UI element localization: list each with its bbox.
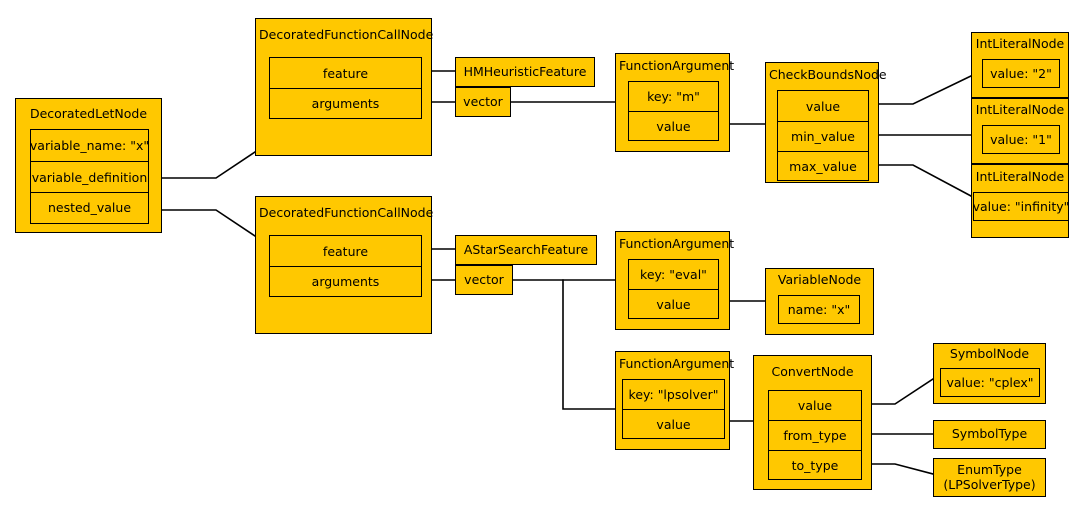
field-value[interactable]: value: "cplex" [941, 369, 1039, 396]
field-to-type[interactable]: to_type [769, 451, 861, 479]
field-list: value: "infinity" [973, 192, 1069, 221]
edge-let-nested-value [161, 209, 257, 238]
field-feature[interactable]: feature [270, 58, 421, 89]
node-title: FunctionArgument [619, 356, 735, 371]
edge-let-variable-definition [161, 150, 257, 179]
field-key[interactable]: key: "eval" [629, 260, 718, 290]
field-key[interactable]: key: "lpsolver" [623, 380, 724, 410]
node-title: IntLiteralNode [975, 169, 1065, 184]
field-from-type[interactable]: from_type [769, 421, 861, 451]
field-value[interactable]: value: "1" [983, 126, 1059, 153]
field-list: feature arguments [269, 235, 422, 297]
node-title: SymbolNode [949, 346, 1030, 361]
field-value[interactable]: value [629, 290, 718, 318]
node-hm-heuristic-feature[interactable]: HMHeuristicFeature [455, 57, 595, 87]
field-list: value min_value max_value [777, 90, 869, 181]
edge-checkbounds-max [878, 164, 973, 198]
field-list: value from_type to_type [768, 390, 862, 480]
node-decorated-function-call-node-bottom[interactable]: DecoratedFunctionCallNode feature argume… [255, 196, 434, 334]
field-value[interactable]: value: "2" [983, 60, 1059, 87]
field-arguments[interactable]: arguments [270, 267, 421, 296]
field-variable-definition[interactable]: variable_definition [31, 162, 148, 193]
field-value[interactable]: value [778, 91, 868, 122]
node-function-argument-m[interactable]: FunctionArgument key: "m" value [615, 53, 735, 152]
node-title: FunctionArgument [619, 58, 735, 73]
field-list: variable_name: "x" variable_definition n… [30, 129, 149, 224]
field-list: feature arguments [269, 57, 422, 119]
node-title: DecoratedFunctionCallNode [259, 205, 434, 220]
field-value[interactable]: value [623, 410, 724, 438]
node-title: IntLiteralNode [975, 102, 1065, 117]
field-value[interactable]: value [629, 112, 718, 140]
field-list: key: "lpsolver" value [622, 379, 725, 439]
field-list: value: "cplex" [940, 368, 1040, 397]
node-symbol-node[interactable]: SymbolNode value: "cplex" [933, 343, 1046, 404]
node-convert-node[interactable]: ConvertNode value from_type to_type [753, 355, 872, 490]
field-list: key: "eval" value [628, 259, 719, 319]
node-title: FunctionArgument [619, 236, 735, 251]
field-list: key: "m" value [628, 81, 719, 141]
node-decorated-function-call-node-top[interactable]: DecoratedFunctionCallNode feature argume… [255, 18, 434, 156]
node-title: DecoratedFunctionCallNode [259, 27, 434, 42]
field-value[interactable]: value: "infinity" [974, 193, 1068, 220]
field-list: value: "1" [982, 125, 1060, 154]
node-title: DecoratedLetNode [29, 106, 148, 121]
edge-checkbounds-value [878, 74, 973, 105]
node-function-argument-lpsolver[interactable]: FunctionArgument key: "lpsolver" value [615, 351, 735, 450]
node-enum-type[interactable]: EnumType (LPSolverType) [933, 458, 1046, 497]
node-title: VariableNode [777, 272, 862, 287]
node-int-literal-node-1[interactable]: IntLiteralNode value: "1" [971, 98, 1069, 164]
node-function-argument-eval[interactable]: FunctionArgument key: "eval" value [615, 231, 735, 330]
field-list: name: "x" [778, 295, 860, 324]
field-name[interactable]: name: "x" [779, 296, 859, 323]
node-hm-heuristic-vector[interactable]: vector [455, 87, 511, 117]
node-int-literal-node-2[interactable]: IntLiteralNode value: "2" [971, 32, 1069, 98]
node-title: IntLiteralNode [975, 36, 1065, 51]
field-min-value[interactable]: min_value [778, 122, 868, 152]
node-decorated-let-node[interactable]: DecoratedLetNode variable_name: "x" vari… [15, 98, 162, 233]
node-int-literal-node-infinity[interactable]: IntLiteralNode value: "infinity" [971, 164, 1069, 238]
field-key[interactable]: key: "m" [629, 82, 718, 112]
node-astar-search-vector[interactable]: vector [455, 265, 513, 295]
field-feature[interactable]: feature [270, 236, 421, 267]
field-nested-value[interactable]: nested_value [31, 193, 148, 222]
field-arguments[interactable]: arguments [270, 89, 421, 118]
node-title: CheckBoundsNode [769, 67, 887, 82]
node-title: ConvertNode [771, 364, 854, 379]
field-max-value[interactable]: max_value [778, 152, 868, 180]
field-list: value: "2" [982, 59, 1060, 88]
field-variable-name[interactable]: variable_name: "x" [31, 130, 148, 162]
node-check-bounds-node[interactable]: CheckBoundsNode value min_value max_valu… [765, 62, 887, 183]
node-variable-node[interactable]: VariableNode name: "x" [765, 268, 874, 335]
field-value[interactable]: value [769, 391, 861, 421]
node-symbol-type[interactable]: SymbolType [933, 420, 1046, 449]
edge-bottom-vector-lpsolver [562, 279, 616, 410]
node-astar-search-feature[interactable]: AStarSearchFeature [455, 235, 597, 265]
